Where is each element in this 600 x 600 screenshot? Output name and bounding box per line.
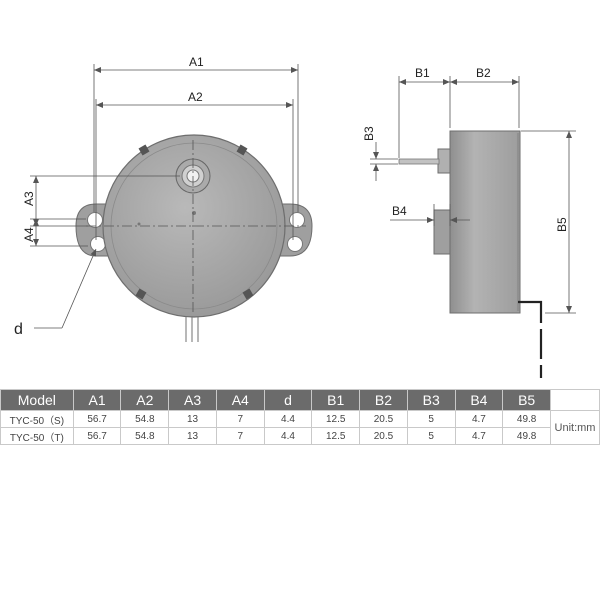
- mount-hole-left-upper: [87, 212, 103, 228]
- table-row: TYC-50（S) 56.7 54.8 13 7 4.4 12.5 20.5 5…: [0, 410, 600, 445]
- spec-table: Model A1 A2 A3 A4 d B1 B2 B3 B4 B5 TYC-5…: [0, 389, 600, 445]
- small-rivet: [137, 222, 141, 226]
- rim-clip: [135, 288, 147, 300]
- table-cell: 12.5: [311, 427, 361, 445]
- label-d: d: [14, 321, 23, 338]
- mount-hole-left-lower: [90, 236, 106, 252]
- side-shaft: [398, 158, 440, 165]
- table-cell: 56.7: [72, 427, 122, 445]
- table-cell: 7: [215, 427, 265, 445]
- side-lead-wire: [518, 300, 543, 378]
- center-lines: [86, 140, 306, 312]
- rim-clip: [236, 144, 248, 156]
- table-cell: 12.5: [311, 410, 361, 428]
- front-view: A1 A2 A3 A4 d: [14, 55, 313, 342]
- table-cell: 49.8: [502, 427, 551, 445]
- label-b2: B2: [476, 66, 491, 80]
- table-cell: 56.7: [72, 410, 122, 428]
- table-cell: 4.7: [454, 427, 504, 445]
- rim-clip: [242, 288, 254, 300]
- table-cell: 20.5: [359, 427, 408, 445]
- header-cell: Model: [0, 389, 74, 411]
- label-b4: B4: [392, 204, 407, 218]
- mount-hole-right-upper: [289, 212, 305, 228]
- label-b1: B1: [415, 66, 430, 80]
- label-a3: A3: [22, 191, 36, 206]
- table-cell: TYC-50（T): [0, 427, 74, 445]
- table-cell: 4.4: [263, 410, 313, 428]
- header-cell: d: [263, 389, 313, 411]
- mount-hole-right-lower: [287, 236, 303, 252]
- header-cell: B2: [359, 389, 408, 411]
- table-cell: 20.5: [359, 410, 408, 428]
- table-row: TYC-50（T) 56.7 54.8 13 7 4.4 12.5 20.5 5…: [0, 427, 600, 445]
- table-cell: 5: [406, 410, 456, 428]
- dimension-b2: [450, 76, 520, 128]
- header-cell: A2: [120, 389, 170, 411]
- table-header-row: Model A1 A2 A3 A4 d B1 B2 B3 B4 B5: [0, 389, 600, 411]
- dimension-a4: [30, 218, 88, 247]
- rim-clip: [138, 144, 150, 156]
- label-b5: B5: [555, 217, 569, 232]
- dimension-b5: [521, 130, 576, 314]
- table-cell: 7: [215, 410, 265, 428]
- table-cell: TYC-50（S): [0, 410, 74, 428]
- header-cell: B1: [311, 389, 361, 411]
- side-collar: [437, 148, 451, 174]
- unit-cell: Unit:mm: [550, 410, 600, 445]
- table-cell: 4.4: [263, 427, 313, 445]
- dimension-a2: [95, 99, 294, 240]
- header-cell: B5: [502, 389, 551, 411]
- dimension-b3: [370, 142, 398, 181]
- table-cell: 13: [168, 427, 217, 445]
- table-cell: 49.8: [502, 410, 551, 428]
- label-a4: A4: [22, 227, 36, 242]
- dimension-b1: [398, 76, 451, 158]
- table-cell: 54.8: [120, 410, 170, 428]
- table-cell: 54.8: [120, 427, 170, 445]
- header-cell: A3: [168, 389, 217, 411]
- dimension-a1: [93, 64, 299, 212]
- label-a1: A1: [189, 55, 204, 69]
- header-cell: B3: [406, 389, 456, 411]
- table-cell: 5: [406, 427, 456, 445]
- label-a2: A2: [188, 90, 203, 104]
- table-cell: 13: [168, 410, 217, 428]
- side-body: [449, 130, 521, 314]
- header-cell: B4: [454, 389, 504, 411]
- label-b3: B3: [362, 126, 376, 141]
- dimension-a3: [30, 175, 180, 227]
- side-view: B1 B2 B3 B4 B5: [362, 66, 576, 378]
- table-cell: 4.7: [454, 410, 504, 428]
- header-blank-cell: [550, 389, 600, 411]
- hole-diameter-leader: [34, 248, 97, 329]
- header-cell: A4: [215, 389, 265, 411]
- header-cell: A1: [72, 389, 122, 411]
- dimension-b4: [390, 204, 470, 226]
